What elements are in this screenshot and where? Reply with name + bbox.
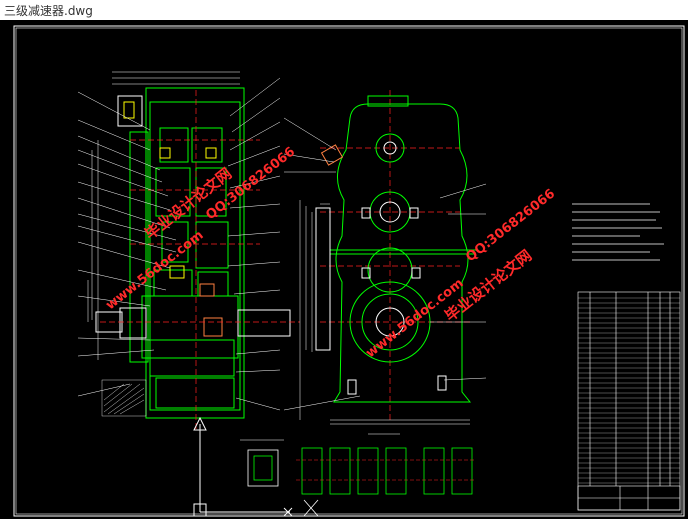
drawing-canvas[interactable]: 毕业设计论文网 www.56doc.com QQ:306826066 毕业设计论… (0, 20, 688, 519)
front-view-leaders (283, 117, 487, 411)
cad-drawing: 毕业设计论文网 www.56doc.com QQ:306826066 毕业设计论… (13, 25, 685, 517)
leader-lines (77, 77, 281, 411)
section-details (240, 433, 476, 495)
hatching (101, 379, 147, 417)
watermark-text: QQ:306826066 (463, 186, 558, 265)
parts-list-rows (578, 297, 680, 484)
tech-requirements (572, 203, 664, 261)
front-view (315, 95, 476, 403)
window-title: 三级减速器.dwg (4, 4, 93, 18)
ucs-axis-icon (193, 416, 293, 517)
crosshair-icon (303, 499, 319, 517)
dimension-lines (87, 140, 470, 425)
window-title-bar: 三级减速器.dwg (0, 0, 688, 21)
drawing-border (13, 25, 685, 517)
watermarks: 毕业设计论文网 www.56doc.com QQ:306826066 毕业设计论… (103, 144, 558, 361)
parts-list-table (577, 291, 681, 511)
drawing-inner-border (15, 27, 683, 515)
title-block (577, 485, 681, 511)
